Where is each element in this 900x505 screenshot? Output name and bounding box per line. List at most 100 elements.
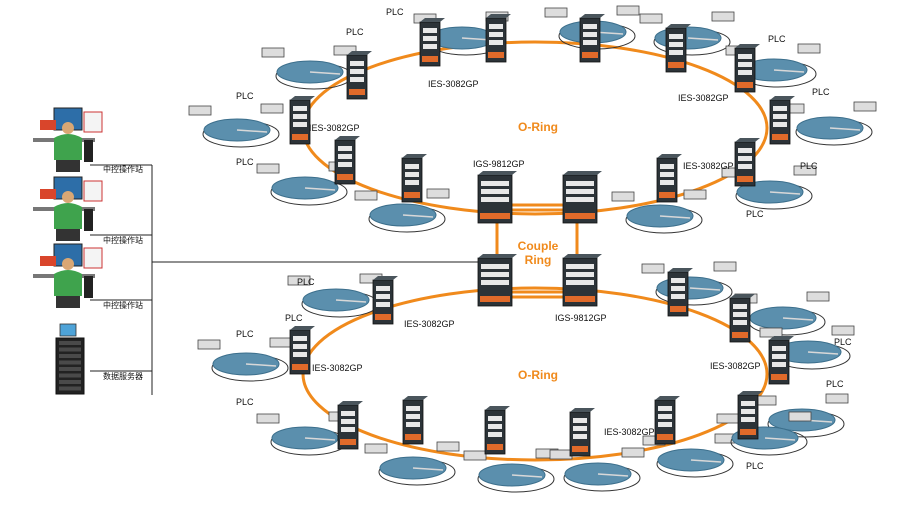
plc-node xyxy=(759,325,855,370)
port-strip xyxy=(659,192,675,198)
plc-module-icon xyxy=(260,103,284,114)
port-icon xyxy=(738,62,752,67)
port-icon xyxy=(338,146,352,151)
port-strip xyxy=(737,82,753,88)
port-strip xyxy=(670,306,686,312)
port-icon xyxy=(406,414,420,419)
server-bay xyxy=(59,341,81,345)
lower-switch-label: IES-3082GP xyxy=(604,427,655,437)
port-icon xyxy=(293,114,307,119)
switch-icon xyxy=(346,51,372,100)
plc-label: PLC xyxy=(768,34,786,44)
operator-head xyxy=(62,122,74,134)
switch-icon xyxy=(656,154,682,203)
plc-node xyxy=(463,448,559,493)
plc-module-icon xyxy=(639,13,663,24)
plc-module-icon xyxy=(831,325,855,336)
port-icon xyxy=(566,181,594,186)
port-icon xyxy=(772,346,786,351)
plc-module-icon xyxy=(797,43,821,54)
port-icon xyxy=(293,336,307,341)
core-switch-icon xyxy=(477,254,517,307)
port-strip xyxy=(480,296,510,302)
plc-module-icon xyxy=(713,261,737,272)
port-icon xyxy=(566,280,594,285)
operator-station-icon xyxy=(33,107,103,172)
port-icon xyxy=(488,432,502,437)
plc-node xyxy=(261,45,357,90)
plc-node xyxy=(721,165,817,210)
chart-board-icon xyxy=(83,247,103,269)
port-icon xyxy=(741,409,755,414)
plc-node xyxy=(287,273,383,318)
plc-node xyxy=(611,189,707,234)
port-strip xyxy=(668,62,684,68)
switch-icon xyxy=(579,14,605,63)
port-icon xyxy=(741,401,755,406)
server-bay xyxy=(59,380,81,384)
plc-label: PLC xyxy=(746,209,764,219)
switch-icon xyxy=(667,268,693,317)
plc-module-icon xyxy=(333,45,357,56)
port-icon xyxy=(293,122,307,127)
port-icon xyxy=(350,77,364,82)
books-icon xyxy=(40,189,56,199)
plc-label: PLC xyxy=(297,277,315,287)
port-icon xyxy=(481,189,509,194)
operator-body xyxy=(54,270,82,296)
plc-module-icon xyxy=(287,275,311,286)
switch-icon xyxy=(569,408,595,457)
port-icon xyxy=(583,24,597,29)
operator-body xyxy=(54,134,82,160)
couple-ring-title-line2: Ring xyxy=(524,253,552,267)
books-icon xyxy=(40,256,56,266)
switch-icon xyxy=(734,138,760,187)
plc-label: PLC xyxy=(236,397,254,407)
port-strip xyxy=(292,364,308,370)
operator-station-icon xyxy=(33,176,103,241)
plc-label: PLC xyxy=(236,91,254,101)
port-icon xyxy=(293,106,307,111)
port-icon xyxy=(660,172,674,177)
port-icon xyxy=(772,362,786,367)
server-bay xyxy=(59,354,81,358)
server-bay xyxy=(59,386,81,391)
plc-module-icon xyxy=(269,337,293,348)
core-switch-icon xyxy=(562,171,602,224)
port-icon xyxy=(658,422,672,427)
upper-switch-label: IES-3082GP xyxy=(428,79,479,89)
switch-icon xyxy=(402,396,428,445)
port-icon xyxy=(566,197,594,202)
port-icon xyxy=(341,427,355,432)
port-strip xyxy=(740,429,756,435)
couple-ring-title: Couple Ring xyxy=(512,239,564,267)
port-icon xyxy=(738,156,752,161)
port-icon xyxy=(671,286,685,291)
plc-node xyxy=(639,11,735,56)
port-strip xyxy=(404,192,420,198)
port-strip xyxy=(349,89,365,95)
port-icon xyxy=(658,414,672,419)
plc-module-icon xyxy=(616,5,640,16)
switch-icon xyxy=(769,96,795,145)
plc-module-icon xyxy=(788,411,812,422)
switch-icon xyxy=(734,44,760,93)
lower-core-switch-label: IGS-9812GP xyxy=(555,313,607,323)
switch-icon xyxy=(654,396,680,445)
plc-label: PLC xyxy=(236,157,254,167)
port-icon xyxy=(583,40,597,45)
port-icon xyxy=(738,70,752,75)
port-icon xyxy=(376,302,390,307)
port-icon xyxy=(773,106,787,111)
port-icon xyxy=(658,406,672,411)
ethernet-link xyxy=(90,164,480,395)
lower-switch-label: IES-3082GP xyxy=(404,319,455,329)
port-icon xyxy=(481,272,509,277)
port-strip xyxy=(772,134,788,140)
plc-module-icon xyxy=(853,101,877,112)
port-icon xyxy=(405,172,419,177)
port-icon xyxy=(669,34,683,39)
switch-icon xyxy=(289,326,315,375)
port-icon xyxy=(573,426,587,431)
plc-module-icon xyxy=(716,413,740,424)
